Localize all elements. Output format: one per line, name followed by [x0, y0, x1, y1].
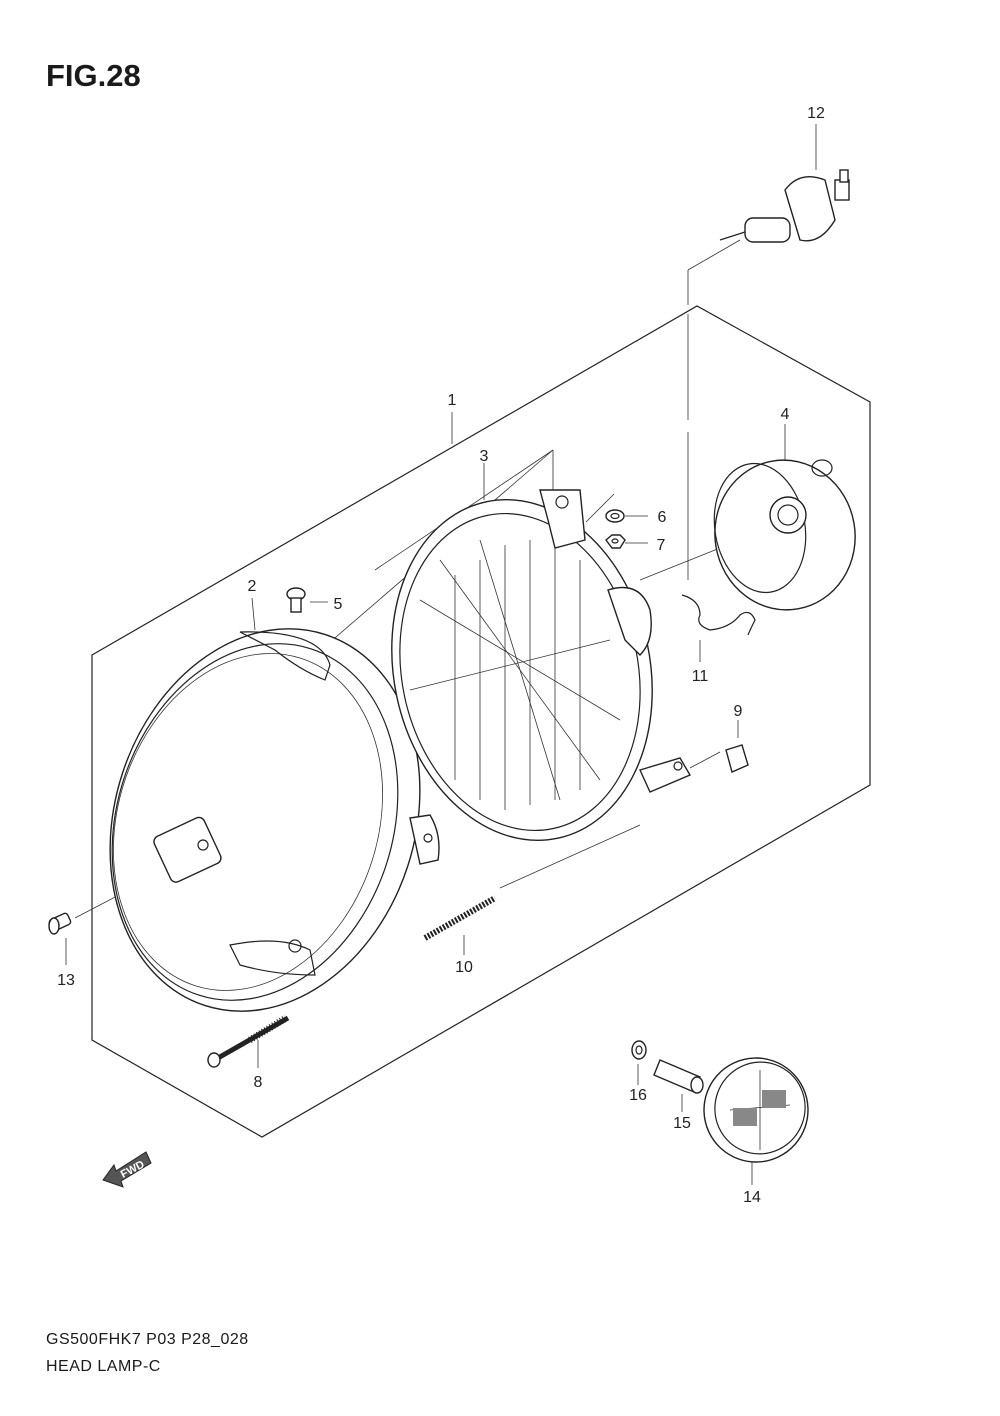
headlamp-lens-unit-part [391, 489, 692, 842]
callout-labels: 1 2 3 4 5 6 7 8 9 10 11 12 13 14 15 16 [57, 105, 825, 1206]
callout-2: 2 [248, 578, 257, 595]
callout-12: 12 [807, 105, 825, 122]
wire-part-11 [681, 594, 756, 636]
spring-part-10 [423, 895, 497, 941]
lamp-socket-housing-part [713, 459, 856, 611]
fwd-label: FWD [119, 1158, 147, 1180]
callout-1: 1 [448, 392, 457, 409]
callout-4: 4 [781, 406, 790, 423]
bolt-part-8 [207, 1015, 290, 1068]
callout-5: 5 [334, 596, 343, 613]
bulb-part-12 [719, 169, 850, 243]
clip-part-9 [725, 744, 749, 773]
callout-14: 14 [743, 1189, 761, 1206]
callout-16: 16 [629, 1087, 647, 1104]
spacer-part-15 [653, 1059, 704, 1094]
washer-part-16 [631, 1040, 647, 1060]
callout-13: 13 [57, 972, 75, 989]
assembly-box [91, 305, 871, 1138]
callout-10: 10 [455, 959, 473, 976]
callout-3: 3 [480, 448, 489, 465]
callout-15: 15 [673, 1115, 691, 1132]
nut-part-7 [605, 534, 626, 549]
figure-title: FIG.28 [46, 58, 141, 93]
model-code: GS500FHK7 P03 P28_028 [46, 1331, 249, 1348]
section-name: HEAD LAMP-C [46, 1358, 161, 1375]
callout-8: 8 [254, 1074, 263, 1091]
screw-part-13 [48, 912, 72, 935]
callout-9: 9 [734, 703, 743, 720]
callout-11: 11 [692, 668, 709, 685]
headlamp-rim-part [109, 628, 440, 1012]
reflector-part-14 [703, 1057, 809, 1163]
callout-7: 7 [657, 537, 666, 554]
washer-part-6 [605, 509, 625, 523]
callout-6: 6 [658, 509, 667, 526]
fwd-arrow-icon: FWD [102, 1151, 152, 1188]
screw-part-5 [286, 587, 306, 613]
